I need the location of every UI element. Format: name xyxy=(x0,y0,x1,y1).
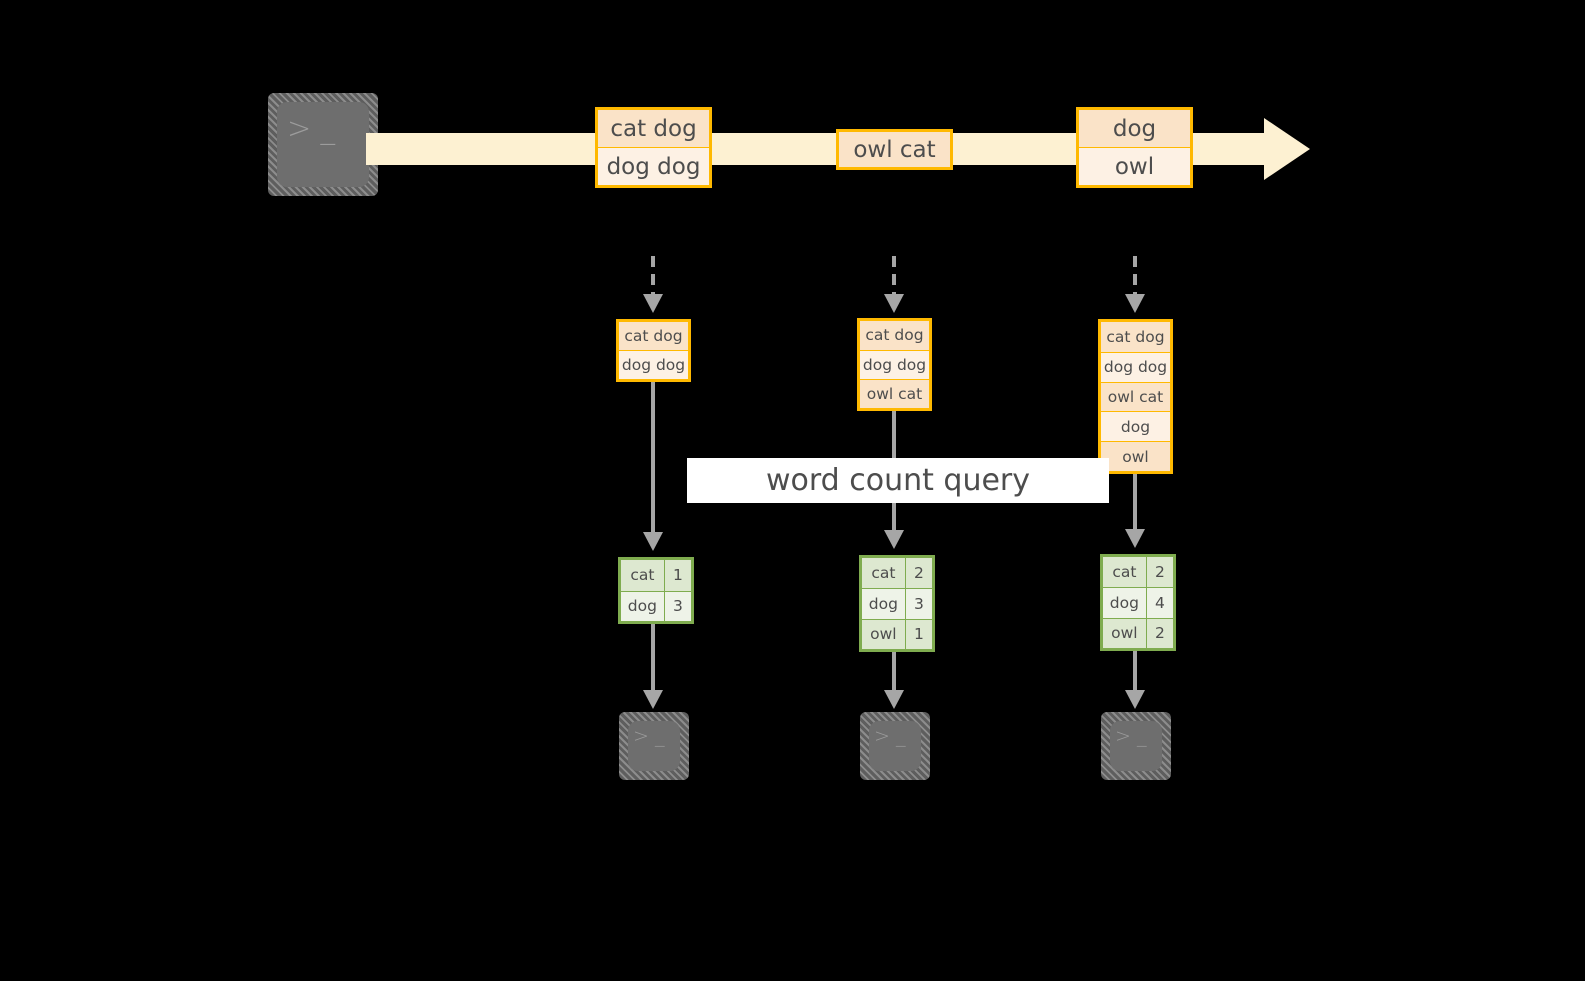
t3-result-count-3: 2 xyxy=(1145,618,1173,648)
t2-result-count-1: 2 xyxy=(904,558,932,589)
terminal-prompt: > _ xyxy=(287,111,336,145)
stream-batch-3-line-1: dog xyxy=(1079,110,1190,148)
t3-dashed-input-arrowhead-icon xyxy=(1125,294,1145,313)
t1-dashed-input-arrowhead-icon xyxy=(643,294,663,313)
t3-input-row-3: owl cat xyxy=(1101,381,1170,412)
t2-result-word-2: dog xyxy=(868,594,898,613)
t2-result-table: cat 2 dog 3 owl 1 xyxy=(859,555,935,652)
t1-query-arrowhead-icon xyxy=(643,532,663,551)
t1-sink-line xyxy=(651,624,655,690)
t3-query-arrowhead-icon xyxy=(1125,529,1145,548)
terminal-prompt: > _ xyxy=(874,725,906,747)
t3-input-row-2: dog dog xyxy=(1101,351,1170,382)
t1-result-word-2: dog xyxy=(627,597,657,616)
t3-result-count-1: 2 xyxy=(1145,557,1173,588)
t2-sink-terminal-icon: > _ xyxy=(860,712,930,780)
t3-result-count-2: 4 xyxy=(1145,588,1173,618)
terminal-screen: > _ xyxy=(628,721,680,771)
stream-batch-3: dog owl xyxy=(1076,107,1193,188)
t3-result-word-2: dog xyxy=(1109,593,1139,612)
t3-input-row-5: owl xyxy=(1101,441,1170,472)
t3-result-table: cat 2 dog 4 owl 2 xyxy=(1100,554,1176,651)
t2-result-row: cat 2 xyxy=(862,558,932,589)
terminal-prompt: > _ xyxy=(1115,725,1147,747)
t1-dashed-input-line xyxy=(651,256,655,294)
stream-batch-3-line-2: owl xyxy=(1079,147,1190,185)
t3-input-row-4: dog xyxy=(1101,411,1170,442)
t1-input-table: cat dog dog dog xyxy=(616,319,691,382)
t3-result-word-3: owl xyxy=(1111,624,1138,643)
t1-query-line xyxy=(651,382,655,532)
t2-sink-line xyxy=(892,652,896,690)
t1-sink-terminal-icon: > _ xyxy=(619,712,689,780)
t1-result-row: cat 1 xyxy=(621,560,691,591)
terminal-screen: > _ xyxy=(277,102,369,187)
t2-dashed-input-line xyxy=(892,256,896,294)
t2-query-arrowhead-icon xyxy=(884,530,904,549)
t2-sink-arrowhead-icon xyxy=(884,690,904,709)
t2-result-word-1: cat xyxy=(871,564,896,583)
t3-input-row-1: cat dog xyxy=(1101,322,1170,352)
terminal-screen: > _ xyxy=(1110,721,1162,771)
stream-batch-2-line-1: owl cat xyxy=(839,132,950,167)
t3-result-word-1: cat xyxy=(1112,563,1137,582)
t1-input-row-1: cat dog xyxy=(619,322,688,351)
t3-dashed-input-line xyxy=(1133,256,1137,294)
stream-arrowhead-icon xyxy=(1264,118,1310,180)
t3-input-table: cat dog dog dog owl cat dog owl xyxy=(1098,319,1173,474)
t1-result-word-1: cat xyxy=(630,566,655,585)
t3-sink-terminal-icon: > _ xyxy=(1101,712,1171,780)
stream-batch-1-line-2: dog dog xyxy=(598,147,709,185)
t2-result-count-2: 3 xyxy=(904,589,932,619)
t2-result-word-3: owl xyxy=(870,625,897,644)
stream-batch-1: cat dog dog dog xyxy=(595,107,712,188)
stream-batch-1-line-1: cat dog xyxy=(598,110,709,148)
t3-sink-line xyxy=(1133,651,1137,690)
t2-input-row-3: owl cat xyxy=(860,378,929,408)
terminal-screen: > _ xyxy=(869,721,921,771)
t3-result-row: cat 2 xyxy=(1103,557,1173,588)
t3-sink-arrowhead-icon xyxy=(1125,690,1145,709)
t1-result-count-2: 3 xyxy=(663,591,691,621)
query-label: word count query xyxy=(687,458,1109,503)
t2-result-row: owl 1 xyxy=(862,618,932,649)
t3-query-line xyxy=(1133,474,1137,529)
source-terminal-icon: > _ xyxy=(268,93,378,196)
stream-batch-2: owl cat xyxy=(836,129,953,170)
t2-result-count-3: 1 xyxy=(904,619,932,649)
t1-result-row: dog 3 xyxy=(621,590,691,621)
t1-sink-arrowhead-icon xyxy=(643,690,663,709)
t3-result-row: owl 2 xyxy=(1103,617,1173,648)
t2-input-row-1: cat dog xyxy=(860,321,929,350)
t3-result-row: dog 4 xyxy=(1103,587,1173,618)
t1-result-count-1: 1 xyxy=(663,560,691,591)
t1-result-table: cat 1 dog 3 xyxy=(618,557,694,624)
t1-input-row-2: dog dog xyxy=(619,350,688,379)
t2-input-row-2: dog dog xyxy=(860,349,929,379)
terminal-prompt: > _ xyxy=(633,725,665,747)
t2-input-table: cat dog dog dog owl cat xyxy=(857,318,932,411)
t2-result-row: dog 3 xyxy=(862,588,932,619)
t2-dashed-input-arrowhead-icon xyxy=(884,294,904,313)
